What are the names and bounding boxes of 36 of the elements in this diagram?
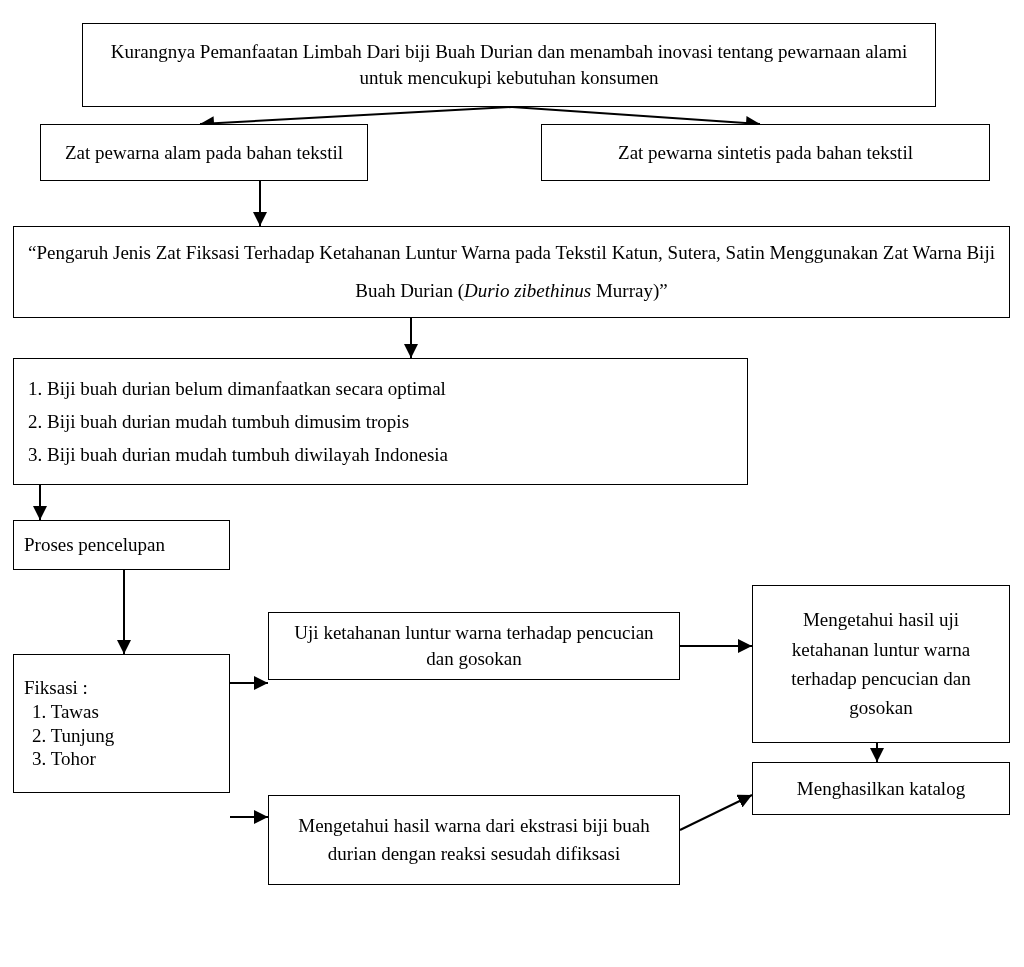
box-text: 3. Tohor — [31, 747, 96, 771]
arrow — [679, 794, 753, 831]
box-text: 3. Biji buah durian mudah tumbuh diwilayah Indonesia — [28, 443, 449, 468]
process-box — [752, 585, 1010, 743]
box-text: Zat pewarna alam pada bahan tekstil — [65, 140, 343, 165]
box-text: 2. Biji buah durian mudah tumbuh dimusim tropis — [28, 409, 410, 434]
process-box — [13, 654, 230, 793]
box-text: Mengetahui hasil uji ketahanan luntur warna terhadap pencucian dan gosokan — [790, 608, 972, 721]
box-text: Kurangnya Pemanfaatan Limbah Dari biji Buah Durian dan menambah inovasi tentang pewarnaan alami untuk mencukupi kebutuhan konsumen — [109, 40, 909, 90]
box-text: 2. Tunjung — [31, 723, 115, 748]
process-box — [13, 358, 748, 485]
box-text: Fiksasi : — [24, 676, 88, 700]
process-box — [40, 124, 368, 181]
process-box — [268, 795, 680, 885]
process-box — [541, 124, 990, 181]
process-box — [82, 23, 936, 107]
box-text: Uji ketahanan luntur warna terhadap pencucian dan gosokan — [293, 621, 655, 671]
process-box — [752, 762, 1010, 815]
arrow — [404, 317, 418, 359]
process-box — [268, 612, 680, 680]
arrow — [253, 180, 267, 227]
arrow — [870, 742, 884, 763]
box-text: 1. Tawas — [31, 699, 99, 724]
box-text: Zat pewarna sintetis pada bahan tekstil — [618, 140, 913, 165]
arrow — [679, 639, 753, 653]
arrow — [117, 569, 131, 655]
box-text: Proses pencelupan — [24, 533, 165, 558]
box-text: “Pengaruh Jenis Zat Fiksasi Terhadap Ketahanan Luntur Warna pada Tekstil Katun, Sutera, Satin Menggunakan Zat Warna Biji Buah Durian (Durio zibethinus Murray)” — [27, 241, 996, 303]
box-text: Menghasilkan katalog — [796, 776, 966, 801]
process-box — [13, 226, 1010, 318]
arrow — [229, 810, 269, 824]
process-box — [13, 520, 230, 570]
arrow — [33, 484, 47, 521]
arrow — [229, 676, 269, 690]
box-text: Mengetahui hasil warna dari ekstrasi biji buah durian dengan reaksi sesudah difiksasi — [297, 814, 651, 866]
box-text: 1. Biji buah durian belum dimanfaatkan secara optimal — [28, 376, 446, 401]
